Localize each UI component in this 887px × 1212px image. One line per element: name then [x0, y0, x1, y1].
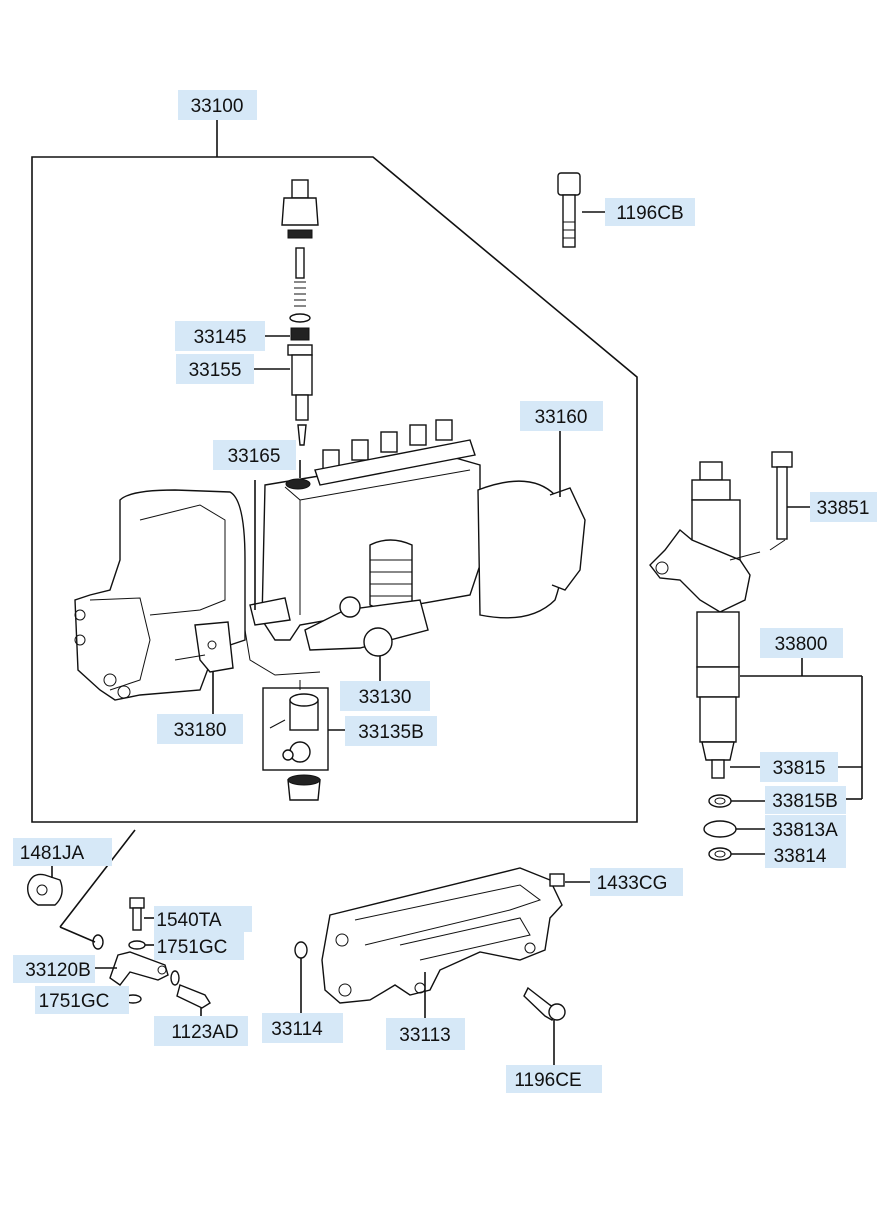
label-text: 33113	[399, 1025, 450, 1046]
label-33800[interactable]: 33800	[760, 628, 843, 658]
nozzle-washers	[703, 794, 737, 861]
label-text: 33813A	[772, 820, 838, 841]
mounting-bracket-33113	[294, 867, 566, 1021]
label-33165[interactable]: 33165	[213, 440, 296, 470]
solenoid-inset	[262, 680, 329, 801]
label-33180[interactable]: 33180	[157, 714, 243, 744]
label-33814[interactable]: 33814	[765, 842, 846, 868]
label-1481ja[interactable]: 1481JA	[13, 838, 112, 866]
bolt-1196cb	[557, 172, 581, 248]
label-1751gc-b[interactable]: 1751GC	[35, 986, 129, 1014]
label-33813a[interactable]: 33813A	[765, 815, 846, 843]
injector-nozzle-drawing	[649, 451, 793, 779]
label-33851[interactable]: 33851	[810, 492, 877, 522]
label-text: 33800	[775, 634, 828, 655]
label-text: 1196CB	[616, 203, 683, 224]
label-1433cg[interactable]: 1433CG	[590, 868, 683, 896]
label-33155[interactable]: 33155	[176, 354, 254, 384]
label-text: 33145	[194, 327, 247, 348]
label-1123ad[interactable]: 1123AD	[154, 1016, 248, 1046]
assembly-outline	[31, 119, 638, 823]
label-text: 1751GC	[157, 937, 228, 958]
label-text: 1481JA	[20, 843, 85, 864]
label-33160[interactable]: 33160	[520, 401, 603, 431]
label-33815b[interactable]: 33815B	[765, 786, 846, 814]
label-33815[interactable]: 33815	[760, 752, 838, 782]
label-1540ta[interactable]: 1540TA	[154, 906, 252, 932]
label-text: 1751GC	[39, 991, 110, 1012]
injection-pump-drawing	[74, 419, 586, 701]
label-text: 33165	[228, 446, 281, 467]
label-text: 33851	[817, 498, 870, 519]
label-33130[interactable]: 33130	[340, 681, 430, 711]
label-text: 33160	[535, 407, 588, 428]
label-text: 33155	[189, 360, 242, 381]
delivery-valve-stack	[281, 179, 319, 446]
label-text: 33814	[774, 846, 827, 867]
label-1751gc-a[interactable]: 1751GC	[154, 932, 244, 960]
small-parts-left	[27, 829, 211, 1009]
label-33113[interactable]: 33113	[386, 1018, 465, 1050]
label-33135b[interactable]: 33135B	[345, 716, 437, 746]
label-33100[interactable]: 33100	[178, 90, 257, 120]
label-1196cb[interactable]: 1196CB	[605, 198, 695, 226]
label-text: 33135B	[358, 722, 424, 743]
label-text: 33130	[359, 687, 412, 708]
label-33120b[interactable]: 33120B	[13, 955, 95, 983]
label-text: 1433CG	[597, 873, 668, 894]
label-text: 33100	[191, 96, 244, 117]
label-text: 33815	[773, 758, 826, 779]
label-text: 33120B	[25, 960, 91, 981]
label-1196ce[interactable]: 1196CE	[506, 1065, 602, 1093]
label-33114[interactable]: 33114	[262, 1013, 343, 1043]
label-text: 33180	[174, 720, 227, 741]
label-text: 1196CE	[514, 1070, 581, 1091]
label-text: 1540TA	[156, 910, 221, 931]
label-text: 33114	[271, 1019, 323, 1040]
leader-lines	[51, 211, 863, 1065]
label-text: 33815B	[772, 791, 838, 812]
label-text: 1123AD	[171, 1022, 238, 1043]
label-33145[interactable]: 33145	[175, 321, 265, 351]
